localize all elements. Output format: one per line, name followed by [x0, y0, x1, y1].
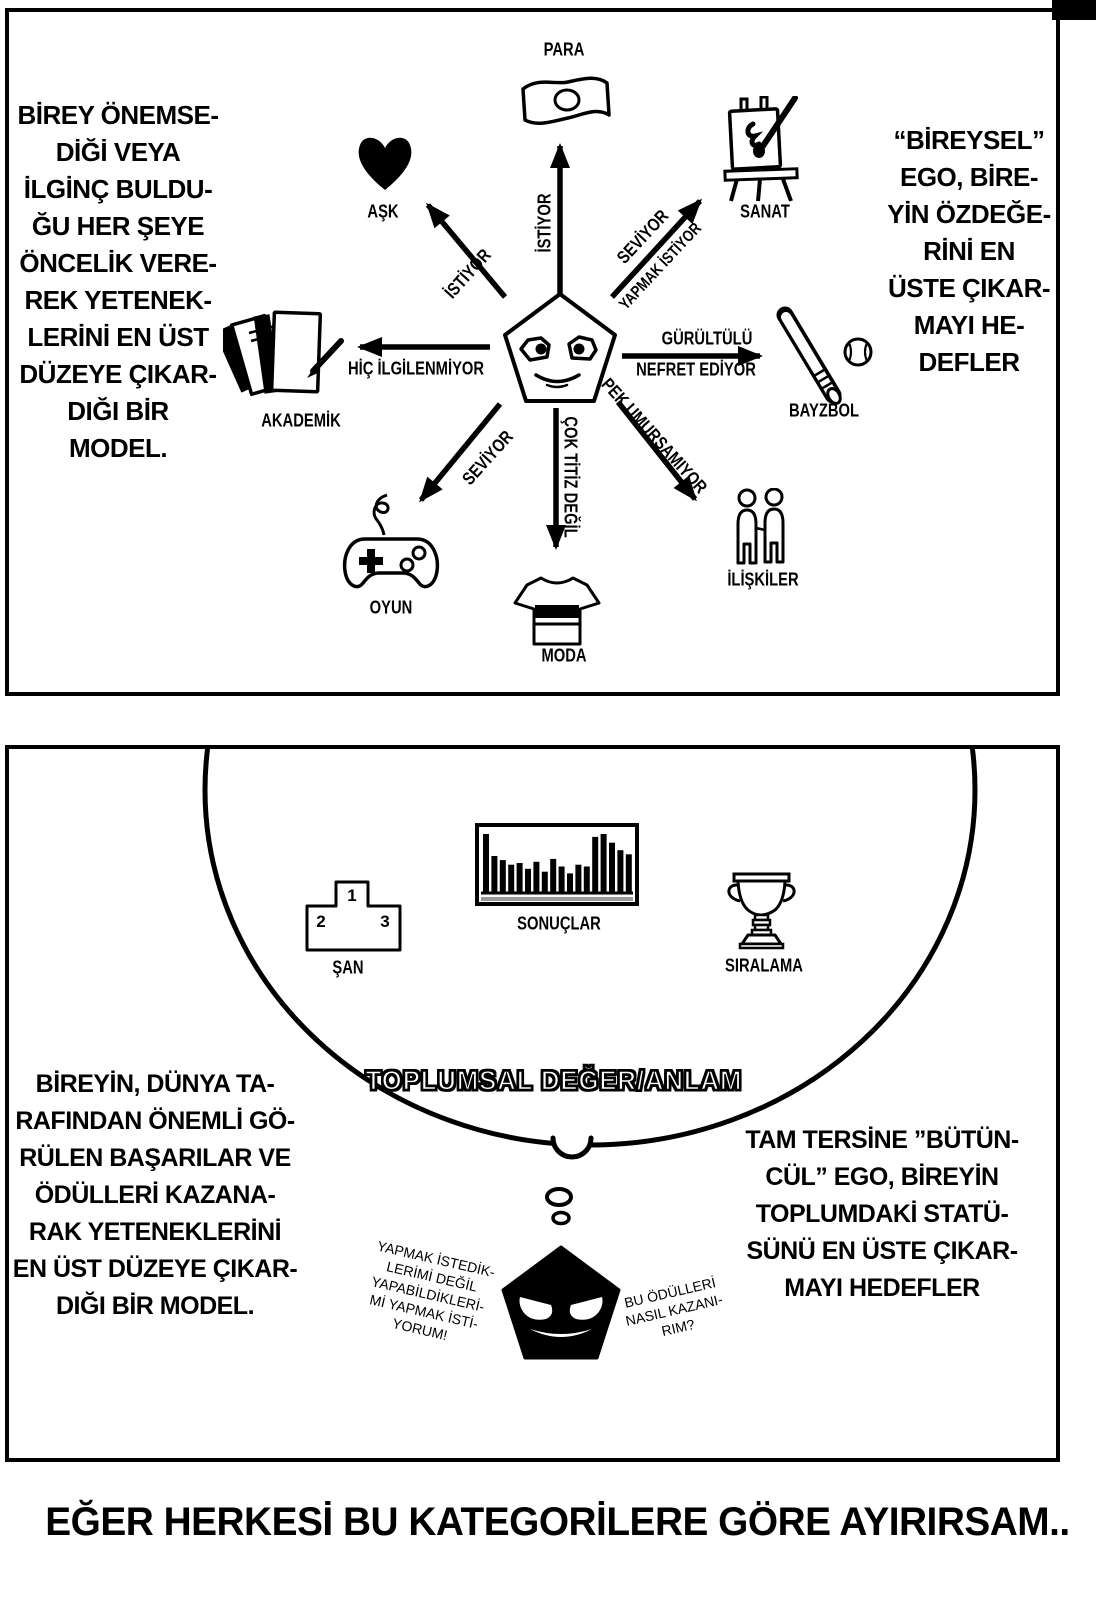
pentagon-face-icon — [503, 292, 617, 403]
node-label-iliskiler: İLİŞKİLER — [727, 569, 799, 590]
arrow-label-para: İSTİYOR — [534, 193, 555, 253]
arrow-label-bayzbol-a: GÜRÜLTÜLÜ — [661, 328, 753, 349]
note-line: REK YETENEK- — [24, 285, 212, 315]
note-line: TOPLUMDAKİ STATÜ- — [755, 1200, 1009, 1228]
tshirt-icon — [513, 575, 601, 647]
note-line: CÜL” EGO, BİREYİN — [765, 1163, 999, 1191]
note-line: RAFINDAN ÖNEMLİ GÖ- — [15, 1107, 295, 1135]
note-line: MAYI HEDEFLER — [784, 1274, 980, 1302]
note-line: DIĞI BİR — [67, 396, 169, 426]
node-label-bayzbol: BAYZBOL — [789, 400, 859, 421]
note-line: MODEL. — [68, 433, 168, 463]
controller-icon — [341, 493, 441, 603]
node-label-ask: AŞK — [367, 201, 399, 222]
flag-icon — [518, 73, 612, 133]
note-line: DİĞİ VEYA — [55, 137, 181, 167]
left-note: BİREYİN, DÜNYA TA- RAFINDAN ÖNEMLİ GÖ- R… — [10, 1066, 300, 1325]
podium-second: 2 — [316, 912, 325, 931]
note-line: DIĞI BİR MODEL. — [55, 1292, 255, 1320]
note-line: MAYI HE- — [913, 310, 1025, 340]
note-line: ÖNCELİK VERE- — [19, 248, 217, 278]
node-label-sanat: SANAT — [740, 201, 790, 222]
panel-social-ego: 1 2 3 ŞAN SONUÇLAR — [5, 745, 1060, 1462]
node-label-akademik: AKADEMİK — [261, 410, 341, 431]
baseball-icon — [765, 305, 873, 405]
note-line: SÜNÜ EN ÜSTE ÇIKAR- — [746, 1237, 1018, 1265]
note-line: LERİNİ EN ÜST — [27, 322, 209, 352]
heart-icon — [352, 130, 418, 194]
note-line: “BİREYSEL” — [893, 125, 1045, 155]
bubble-label-siralama: SIRALAMA — [725, 955, 803, 976]
equalizer-icon — [475, 823, 639, 906]
right-note: TAM TERSİNE ”BÜTÜN- CÜL” EGO, BİREYİN TO… — [736, 1122, 1028, 1307]
arrow-iliskiler — [615, 400, 698, 502]
people-icon — [731, 488, 791, 566]
note-line: BİREYİN, DÜNYA TA- — [35, 1070, 275, 1098]
left-note: BİREY ÖNEMSE- DİĞİ VEYA İLGİNÇ BULDU- ĞU… — [17, 97, 219, 467]
note-line: ĞU HER ŞEYE — [31, 211, 205, 241]
note-line: ÖDÜLLERİ KAZANA- — [34, 1181, 276, 1209]
bubble-label-san: ŞAN — [332, 957, 364, 978]
arrow-label-moda: ÇOK TİTİZ DEĞİL — [560, 416, 581, 538]
node-label-moda: MODA — [541, 645, 587, 666]
bubble-label-sonuclar: SONUÇLAR — [517, 913, 601, 934]
right-note: “BİREYSEL” EGO, BİRE- YİN ÖZDEĞE- RİNİ E… — [875, 122, 1063, 381]
note-line: RÜLEN BAŞARILAR VE — [19, 1144, 291, 1172]
note-line: İLGİNÇ BULDU- — [23, 174, 213, 204]
node-label-oyun: OYUN — [369, 597, 413, 618]
caption: EĞER HERKESİ BU KATEGORİLERE GÖRE AYIRIR… — [45, 1500, 1070, 1544]
note-line: EN ÜST DÜZEYE ÇIKAR- — [12, 1255, 298, 1283]
note-line: DÜZEYE ÇIKAR- — [19, 359, 217, 389]
note-line: DEFLER — [918, 347, 1021, 377]
bubble-title: TOPLUMSAL DEĞER/ANLAM — [365, 1065, 743, 1097]
easel-icon — [723, 96, 803, 203]
note-line: YİN ÖZDEĞE- — [887, 199, 1051, 229]
note-line: BİREY ÖNEMSE- — [17, 100, 219, 130]
panel-individual-ego: BİREY ÖNEMSE- DİĞİ VEYA İLGİNÇ BULDU- ĞU… — [5, 8, 1060, 696]
trophy-icon — [720, 872, 803, 950]
arrows-layer — [357, 143, 763, 550]
note-line: ÜSTE ÇIKAR- — [887, 273, 1051, 303]
note-line: RİNİ EN — [923, 236, 1015, 266]
podium-icon: 1 2 3 — [305, 880, 402, 952]
arrow-oyun — [418, 402, 503, 503]
books-icon — [223, 303, 353, 405]
podium-third: 3 — [380, 912, 389, 931]
arrow-ask — [425, 202, 508, 299]
thought-dot — [545, 1187, 573, 1207]
arrow-label-bayzbol-b: NEFRET EDİYOR — [636, 359, 756, 380]
corner-mark — [1052, 0, 1096, 20]
arrow-label-akademik: HİÇ İLGİLENMİYOR — [347, 358, 485, 379]
note-line: EGO, BİRE- — [899, 162, 1039, 192]
note-line: TAM TERSİNE ”BÜTÜN- — [745, 1126, 1019, 1154]
thought-dot — [551, 1210, 571, 1226]
black-pentagon-face-icon — [500, 1245, 622, 1360]
arrow-sanat — [609, 198, 703, 299]
podium-first: 1 — [347, 886, 356, 905]
thought-bubble — [202, 749, 978, 1226]
note-line: RAK YETENEKLERİNİ — [28, 1218, 282, 1246]
node-label-para: PARA — [543, 39, 585, 60]
